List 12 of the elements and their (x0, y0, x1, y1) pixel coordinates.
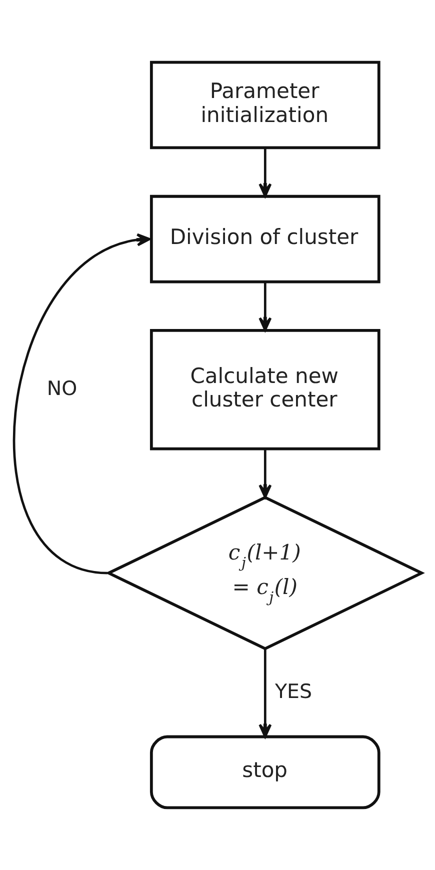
arrow (258, 282, 272, 332)
node-box: Parameter initialization (150, 60, 380, 150)
node-box: Calculate new cluster center (150, 329, 380, 450)
node-box: stop (150, 735, 380, 810)
arrow (13, 233, 151, 574)
edge-label: NO (46, 376, 78, 400)
arrow (258, 148, 272, 198)
node-diamond: c$_{j}$(l+1) = c$_{j}$(l) (105, 496, 425, 650)
node-box: Division of cluster (150, 194, 380, 284)
edge-label: YES (275, 680, 312, 703)
arrow (258, 449, 272, 498)
arrow (258, 648, 272, 738)
